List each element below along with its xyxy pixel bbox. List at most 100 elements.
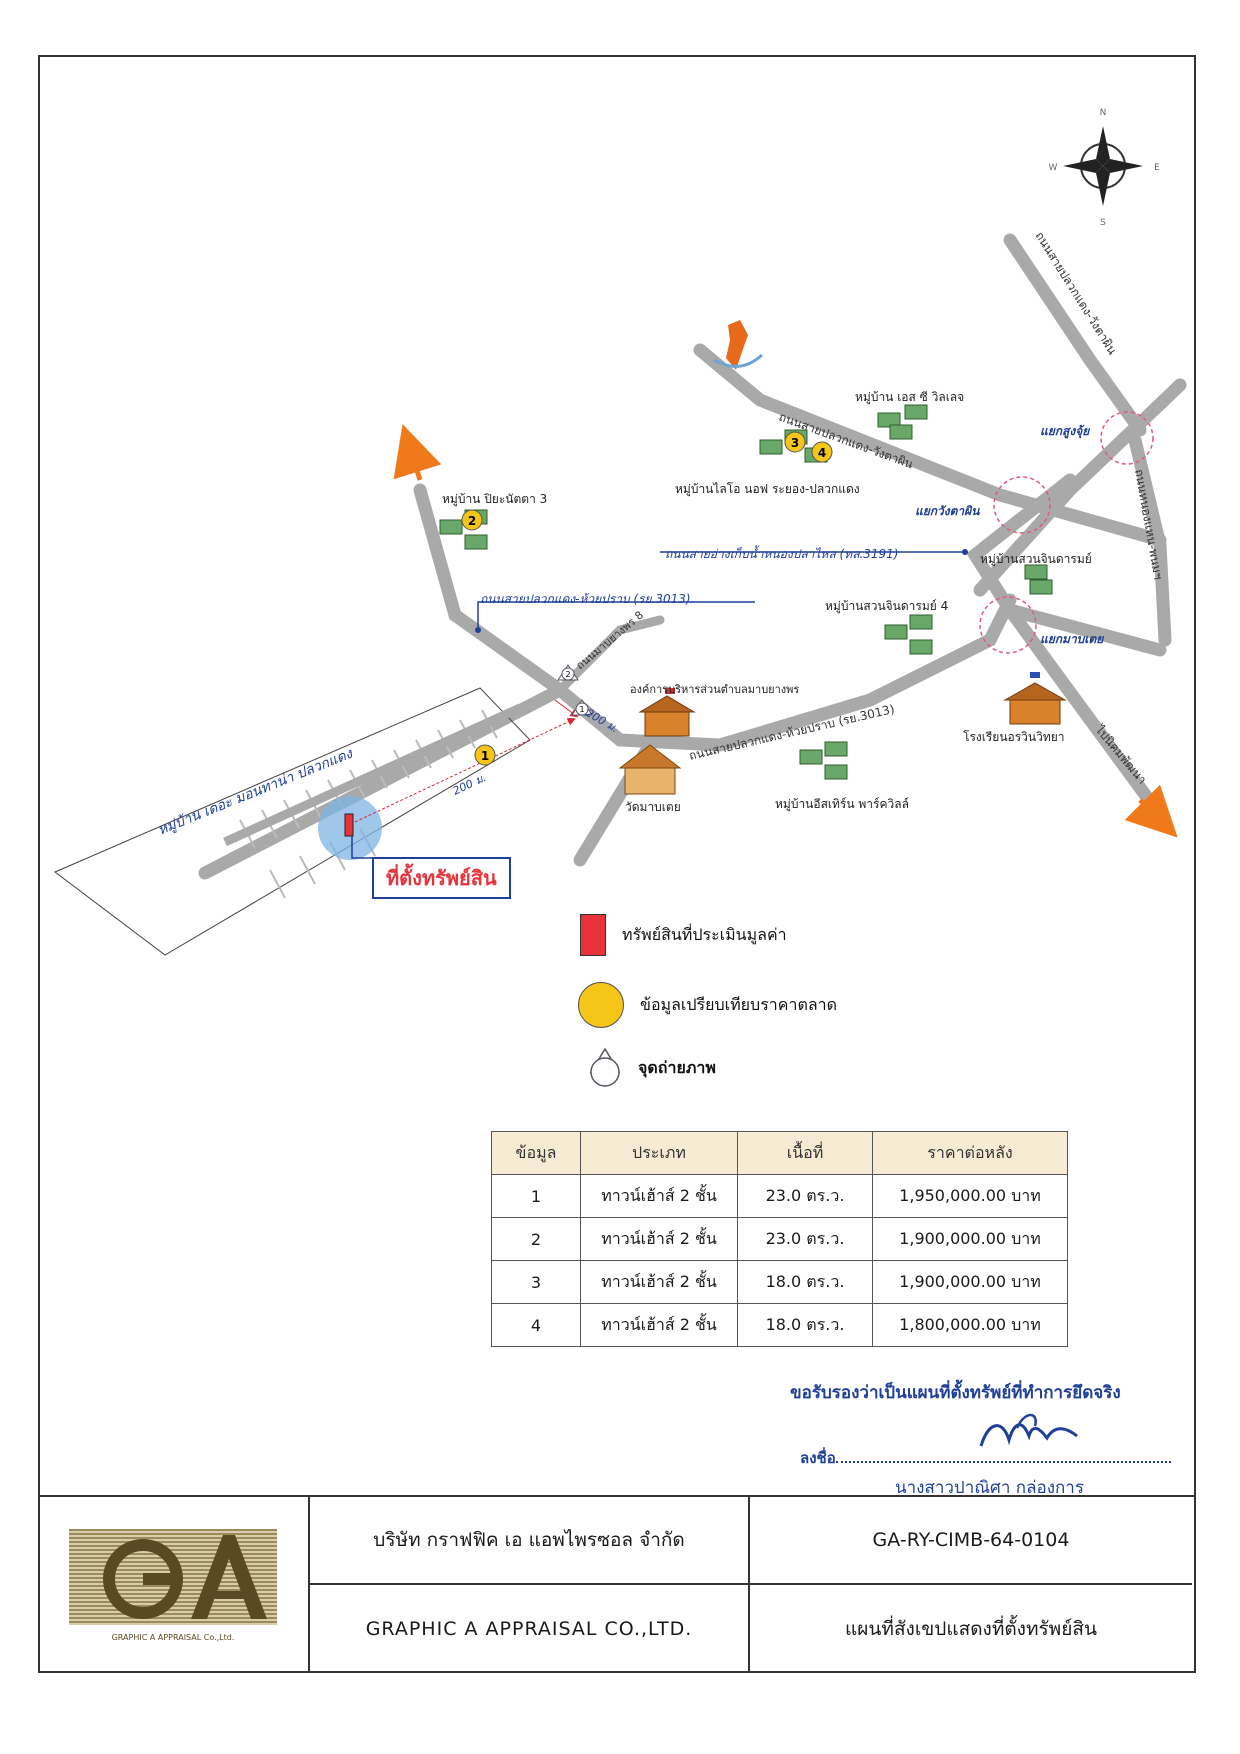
sign-label: ลงชื่อ <box>800 1446 1171 1470</box>
sign-label-text: ลงชื่อ <box>800 1449 836 1467</box>
junction-label-maptoei: แยกมาบเตย <box>1040 632 1104 646</box>
table-cell: 2 <box>491 1217 581 1261</box>
table-header-cell: ข้อมูล <box>491 1131 581 1175</box>
compass-s-label: S <box>1100 218 1106 228</box>
sao-building-icon <box>638 688 696 737</box>
photo-point-2-icon <box>561 667 575 681</box>
village-label-suan-chinda: หมู่บ้านสวนจินดารมย์ <box>980 552 1092 566</box>
legend-subject: ทรัพย์สินที่ประเมินมูลค่า <box>580 914 787 956</box>
legend-photo-point-icon <box>589 1047 621 1087</box>
table-cell: ทาวน์เฮ้าส์ 2 ชั้น <box>580 1303 738 1347</box>
comparable-marker-3-label: 3 <box>791 436 799 450</box>
company-name-thai: บริษัท กราฟฟิค เอ แอพไพรซอล จำกัด <box>310 1497 750 1585</box>
house-cluster-sc-icon <box>877 404 928 440</box>
house-cluster-suan4-icon <box>884 614 933 655</box>
logo-caption: GRAPHIC A APPRAISAL Co.,Ltd. <box>111 1632 235 1642</box>
table-cell: 1,900,000.00 บาท <box>872 1260 1068 1304</box>
table-cell: 23.0 ตร.ว. <box>737 1174 873 1218</box>
table-row: 4 ทาวน์เฮ้าส์ 2 ชั้น 18.0 ตร.ว. 1,800,00… <box>491 1303 1068 1347</box>
comparable-marker-4 <box>811 441 833 463</box>
legend-comparable-label: ข้อมูลเปรียบเทียบราคาตลาด <box>640 994 838 1014</box>
table-cell: 3 <box>491 1260 581 1304</box>
arrow-to-bowin-icon <box>393 424 442 481</box>
junction-wangtaphin-ring <box>993 476 1051 534</box>
village-label-sc: หมู่บ้าน เอส ซี วิลเลจ <box>855 390 965 404</box>
comparable-marker-4-label: 4 <box>818 446 826 460</box>
road-right-vertical <box>1128 433 1172 647</box>
direction-label-right: ไปนิคมพัฒนา <box>1092 722 1149 787</box>
road-main-to-junction <box>553 593 1017 752</box>
comparable-price-table: ข้อมูล ประเภท เนื้อที่ ราคาต่อหลัง 1 ทาว… <box>491 1131 1068 1347</box>
table-row: 3 ทาวน์เฮ้าส์ 2 ชั้น 18.0 ตร.ว. 1,900,00… <box>491 1260 1068 1304</box>
photo-point-2-label: 2 <box>565 670 570 679</box>
junction-label-wangtaphin: แยกวังตาผิน <box>915 504 980 518</box>
road-label-mapyangphon8: ถนนมาบยางพร 8 <box>574 608 647 672</box>
document-title: แผนที่สังเขปแสดงที่ตั้งทรัพย์สิน <box>845 1618 1097 1640</box>
distance-line-1 <box>554 699 579 718</box>
table-header-cell: ราคาต่อหลัง <box>872 1131 1068 1175</box>
house-cluster-suan-icon <box>1024 564 1053 595</box>
road-label-huaiprap-2: ถนนสายปลวกแดง-ห้วยปราบ (รย.3013) <box>688 702 896 763</box>
table-row: 1 ทาวน์เฮ้าส์ 2 ชั้น 23.0 ตร.ว. 1,950,00… <box>491 1174 1068 1218</box>
compass-e-label: E <box>1154 163 1160 173</box>
place-label-temple: วัดมาบเตย <box>625 800 681 814</box>
table-cell: 1,950,000.00 บาท <box>872 1174 1068 1218</box>
property-leader-line <box>351 836 372 859</box>
property-location-label[interactable]: ที่ตั้งทรัพย์สิน <box>372 857 511 899</box>
road-nongplalai <box>966 473 1167 657</box>
village-label-suan-chinda-4: หมู่บ้านสวนจินดารมย์ 4 <box>825 599 949 613</box>
legend-subject-swatch-icon <box>580 914 606 956</box>
table-cell: 18.0 ตร.ว. <box>737 1303 873 1347</box>
comparable-marker-1 <box>474 744 496 766</box>
table-row: 2 ทาวน์เฮ้าส์ 2 ชั้น 23.0 ตร.ว. 1,900,00… <box>491 1217 1068 1261</box>
document-number: GA-RY-CIMB-64-0104 <box>750 1497 1192 1585</box>
road-diagonal-ne <box>973 378 1187 597</box>
compass-rose-icon: N S W E <box>1049 108 1161 228</box>
table-cell: 18.0 ตร.ว. <box>737 1260 873 1304</box>
road-wangtaphin <box>693 343 1167 547</box>
title-block: GRAPHIC A APPRAISAL Co.,Ltd. บริษัท กราฟ… <box>38 1495 1196 1673</box>
subject-property-marker[interactable] <box>344 813 354 837</box>
comparable-marker-2-label: 2 <box>468 514 476 528</box>
junction-maptoei-ring <box>979 596 1037 654</box>
road-mapyangphon8 <box>555 615 665 695</box>
table-cell: 4 <box>491 1303 581 1347</box>
legend-photo-label: จุดถ่ายภาพ <box>638 1057 716 1077</box>
village-plot-montana <box>54 687 531 956</box>
road-top-right <box>1003 233 1147 437</box>
school-icon <box>1003 672 1067 725</box>
road-to-bowin <box>413 483 567 697</box>
legend-subject-label: ทรัพย์สินที่ประเมินมูลค่า <box>622 924 787 944</box>
leader-huaiprap <box>477 601 755 627</box>
legend-photo: จุดถ่ายภาพ <box>588 1047 716 1088</box>
signer-name: นางสาวปาณิศา กล่องการ <box>895 1478 1084 1498</box>
legend-comparable-swatch-icon <box>578 982 624 1028</box>
village-label-eastern: หมู่บ้านอีสเทิร์น พาร์ควิลล์ <box>775 797 909 811</box>
junction-sung-chu-ring <box>1100 411 1154 465</box>
photo-point-1-icon <box>575 702 589 716</box>
thailand-map-icon <box>713 320 764 370</box>
place-label-school: โรงเรียนอรวินวิทยา <box>963 730 1065 744</box>
legend-comparable: ข้อมูลเปรียบเทียบราคาตลาด <box>578 982 838 1028</box>
table-header-cell: ประเภท <box>580 1131 738 1175</box>
table-cell: 23.0 ตร.ว. <box>737 1217 873 1261</box>
certification-statement: ขอรับรองว่าเป็นแผนที่ตั้งทรัพย์ที่ทำการย… <box>790 1383 1121 1403</box>
village-label-piyanatta: หมู่บ้าน ปิยะนัตตา 3 <box>442 492 548 506</box>
map-frame <box>38 55 1196 1673</box>
company-name-english: GRAPHIC A APPRAISAL CO.,LTD. <box>310 1585 750 1673</box>
table-header-row: ข้อมูล ประเภท เนื้อที่ ราคาต่อหลัง <box>491 1131 1068 1175</box>
company-logo-icon <box>69 1528 277 1625</box>
table-header-cell: เนื้อที่ <box>737 1131 873 1175</box>
village-label-lio: หมู่บ้านไลโอ นอฟ ระยอง-ปลวกแดง <box>675 482 860 496</box>
compass-w-label: W <box>1049 163 1058 173</box>
road-label-nongplalai: ถนนสายอ่างเก็บน้ำหนองปลาไหล (ทล.3191) <box>665 547 899 561</box>
table-cell: 1 <box>491 1174 581 1218</box>
comparable-marker-1-label: 1 <box>481 749 489 763</box>
arrow-to-right-icon <box>1124 784 1178 838</box>
table-cell: ทาวน์เฮ้าส์ 2 ชั้น <box>580 1217 738 1261</box>
comparable-marker-2 <box>461 509 483 531</box>
table-cell: ทาวน์เฮ้าส์ 2 ชั้น <box>580 1174 738 1218</box>
comparable-marker-3 <box>784 431 806 453</box>
table-cell: 1,900,000.00 บาท <box>872 1217 1068 1261</box>
house-cluster-eastern-icon <box>799 741 848 780</box>
